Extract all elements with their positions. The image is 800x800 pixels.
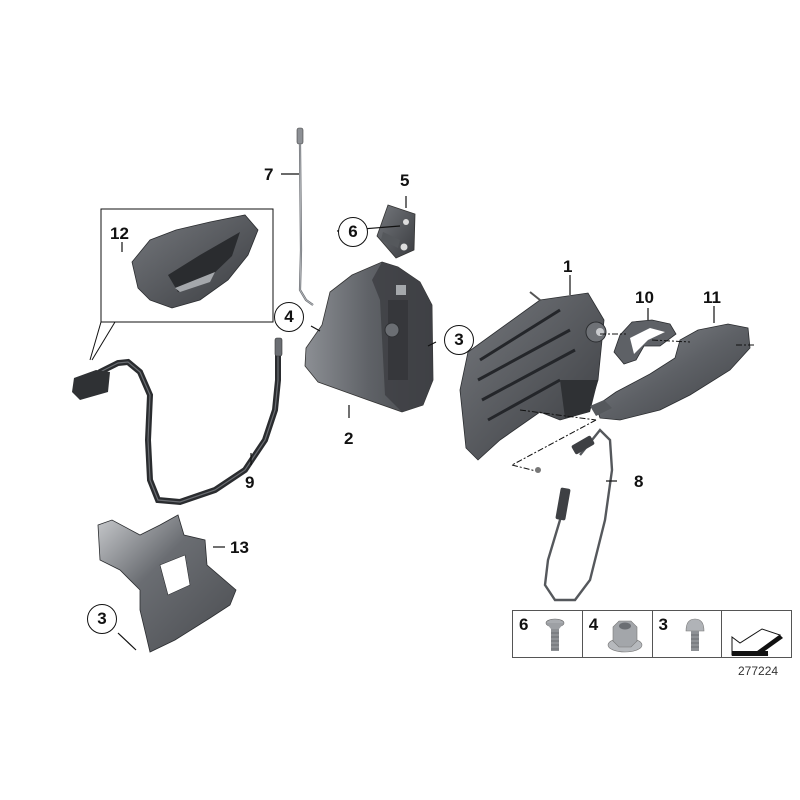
part-10-gasket — [613, 319, 677, 365]
part-5-striker — [376, 204, 416, 259]
callout-3-circled-lock: 3 — [444, 325, 474, 355]
pan-head-screw-icon — [685, 618, 704, 651]
legend-cell-screw-3: 3 — [653, 611, 723, 657]
fastener-legend: 6 4 3 — [512, 610, 792, 658]
direction-arrow-icon — [731, 628, 784, 656]
part-9-cable — [72, 337, 283, 506]
part-13-bracket — [97, 514, 237, 653]
callout-11: 11 — [703, 288, 721, 307]
legend-number: 4 — [588, 615, 599, 634]
part-8-cable — [535, 428, 614, 602]
part-12-detail — [89, 208, 274, 361]
callout-9: 9 — [245, 473, 255, 492]
part-2-lock — [304, 261, 434, 413]
flange-nut-icon — [607, 620, 643, 653]
callout-4-circled: 4 — [274, 302, 304, 332]
callout-8: 8 — [634, 472, 644, 491]
image-id: 277224 — [738, 664, 779, 678]
callout-6-circled: 6 — [338, 217, 368, 247]
part-1-handle-carrier — [459, 291, 607, 461]
legend-number: 3 — [658, 615, 668, 634]
legend-number: 6 — [519, 615, 529, 634]
callout-1: 1 — [563, 257, 573, 276]
countersunk-screw-icon — [545, 618, 565, 651]
legend-cell-screw-6: 6 — [513, 611, 583, 657]
part-11-handle — [590, 323, 751, 421]
legend-cell-arrow — [722, 611, 791, 657]
callout-3-circled-bracket: 3 — [87, 604, 117, 634]
callout-2: 2 — [344, 429, 354, 448]
callout-13: 13 — [230, 538, 249, 557]
legend-cell-nut-4: 4 — [583, 611, 653, 657]
callout-12: 12 — [110, 224, 129, 243]
part-7-rod — [296, 127, 314, 306]
callout-10: 10 — [635, 288, 654, 307]
callout-7: 7 — [264, 165, 274, 184]
callout-5: 5 — [400, 171, 410, 190]
